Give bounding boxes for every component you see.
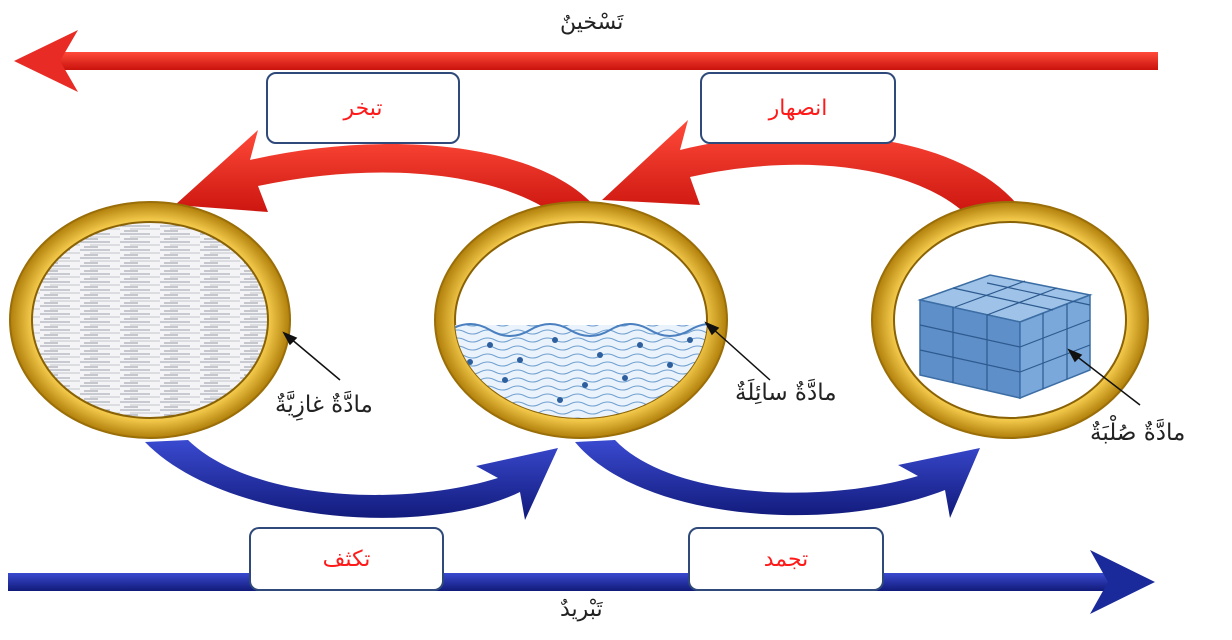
cooling-label: تَبْريدٌ [560,597,603,622]
freezing-label: تجمد [763,546,809,572]
condensation-label: تكثف [322,546,371,572]
heating-label: تَسْخينٌ [560,10,624,35]
freezing-curve-arrow [575,440,980,518]
condensation-box: تكثف [249,527,444,591]
heating-arrow [14,30,1158,92]
solid-state-label: مادَّةٌ صُلْبَةٌ [1090,420,1186,446]
evaporation-box: تبخر [266,72,460,144]
gas-state-label: مادَّةٌ غازِيَّةٌ [275,392,373,418]
liquid-state-label: مادَّةٌ سائِلَةٌ [735,380,837,406]
ice-cubes-icon [917,274,1093,400]
melting-box: انصهار [700,72,896,144]
solid-state-circle [871,201,1149,439]
melting-label: انصهار [768,95,828,121]
gas-state-circle [9,201,291,439]
condensation-curve-arrow [145,440,558,520]
liquid-state-circle [434,201,728,439]
evaporation-label: تبخر [343,95,383,121]
solid-pointer [1067,348,1141,406]
gas-pointer [282,331,341,381]
freezing-box: تجمد [688,527,884,591]
liquid-pointer [704,321,771,381]
melting-curve-arrow [602,120,1022,220]
